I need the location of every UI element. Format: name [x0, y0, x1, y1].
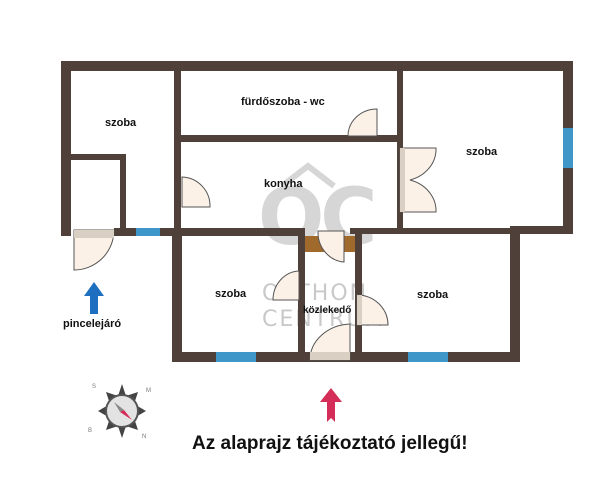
- wall-hall-right: [355, 228, 362, 352]
- room-label-szoba-right: szoba: [466, 146, 498, 158]
- compass-icon: S M N B: [88, 384, 151, 440]
- disclaimer: Az alaprajz tájékoztató jellegű!: [192, 433, 468, 454]
- cellar-label: pincelejáró: [63, 318, 122, 330]
- door-bottom-right-room[interactable]: [356, 294, 390, 328]
- wall-top: [61, 61, 573, 71]
- door-cellar[interactable]: [72, 228, 116, 272]
- wall-middle-a: [114, 228, 136, 236]
- window-right: [563, 128, 573, 168]
- svg-text:N: N: [142, 434, 146, 440]
- wall-middle-c: [350, 228, 520, 234]
- wall-bathroom-bottom: [181, 135, 400, 142]
- door-stairs[interactable]: [316, 229, 346, 264]
- cellar-arrow-icon: [84, 282, 104, 314]
- door-right-room-double[interactable]: [398, 146, 438, 216]
- door-bathroom[interactable]: [346, 108, 380, 138]
- window-middle: [136, 228, 160, 236]
- room-label-kozlekedo: közlekedő: [303, 305, 352, 316]
- room-label-szoba-bottom-right: szoba: [417, 289, 449, 301]
- room-label-konyha: konyha: [264, 178, 303, 190]
- door-entrance[interactable]: [306, 322, 354, 362]
- window-bottom-right: [408, 352, 448, 362]
- wall-kitchen-right: [397, 61, 403, 232]
- wall-right-step-top: [510, 226, 573, 234]
- wall-middle-left: [61, 228, 71, 236]
- door-bottom-left-room[interactable]: [272, 270, 300, 302]
- wall-bottom-left: [172, 228, 182, 362]
- window-bottom-left: [216, 352, 256, 362]
- room-label-szoba-bottom-left: szoba: [215, 288, 247, 300]
- svg-text:B: B: [88, 428, 92, 434]
- door-kitchen-left[interactable]: [181, 176, 211, 210]
- wall-closet-right: [120, 154, 126, 232]
- wall-bottom-right: [510, 226, 520, 362]
- svg-text:S: S: [92, 384, 96, 390]
- wall-left-room-divider: [174, 61, 181, 235]
- wall-hall-left: [298, 228, 305, 352]
- watermark-roof-icon: [280, 162, 336, 189]
- svg-text:M: M: [146, 388, 151, 394]
- room-label-furdoszoba: fürdőszoba - wc: [241, 96, 325, 108]
- room-label-szoba-left: szoba: [105, 117, 137, 129]
- wall-middle-b: [160, 228, 300, 236]
- wall-closet-top: [71, 154, 126, 160]
- entrance-arrow-icon: [320, 388, 342, 422]
- wall-left: [61, 61, 71, 235]
